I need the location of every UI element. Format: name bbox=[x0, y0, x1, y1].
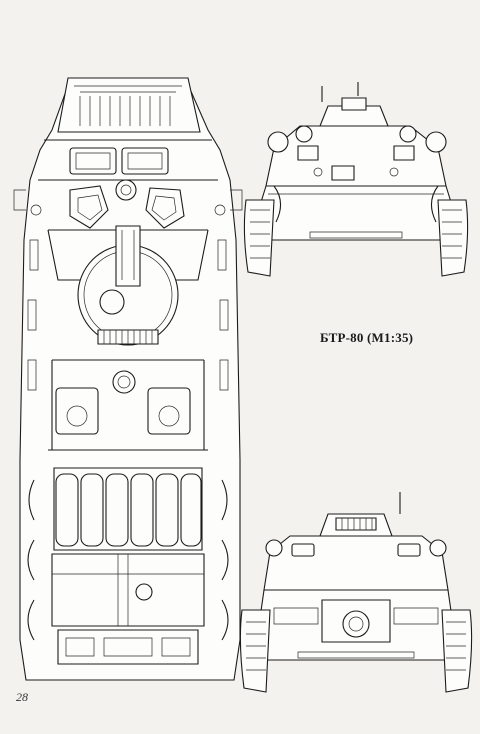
figure-caption: БТР-80 (М1:35) bbox=[320, 330, 414, 345]
page-number: 28 bbox=[16, 690, 28, 704]
front-view-drawing bbox=[240, 82, 472, 292]
rear-view-drawing bbox=[238, 492, 474, 702]
top-view-drawing bbox=[8, 40, 248, 730]
